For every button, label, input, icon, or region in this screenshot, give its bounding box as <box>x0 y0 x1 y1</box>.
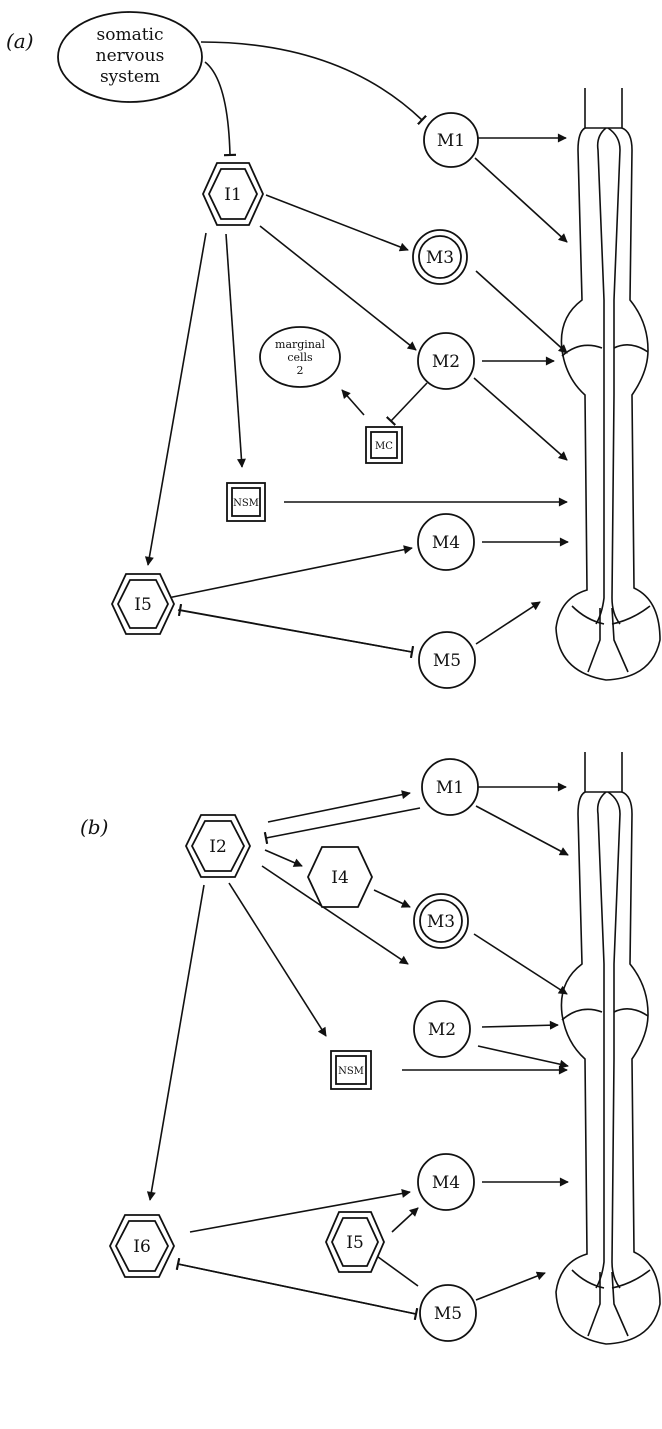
node-m2: M2 <box>417 332 475 390</box>
edge-i2-to-i6 <box>146 884 205 1201</box>
pharynx-outline-b <box>555 752 661 1345</box>
node-mc: MC <box>365 426 403 464</box>
node-m1: M1 <box>423 112 479 168</box>
edge-m5-to-i6 <box>175 1257 417 1315</box>
edge-m5-to-i5 <box>369 1248 419 1287</box>
svg-text:M5: M5 <box>434 1304 462 1324</box>
edge-mc-to-marginal <box>341 389 365 416</box>
svg-text:marginal: marginal <box>275 338 325 351</box>
node-nsm: NSM <box>330 1050 372 1090</box>
node-i2: I2 <box>185 814 251 878</box>
edge-i5-to-m5 <box>177 609 415 659</box>
edge-m2-to-pharynx-2 <box>473 377 568 461</box>
node-marginal-cells: marginal cells 2 <box>259 326 341 388</box>
node-m3: M3 <box>412 229 468 285</box>
node-m4: M4 <box>417 513 475 571</box>
edges-b <box>146 782 569 1321</box>
node-m5: M5 <box>418 631 476 689</box>
svg-text:somatic: somatic <box>96 25 163 45</box>
edge-m1-to-pharynx-2 <box>474 157 568 243</box>
svg-text:M2: M2 <box>428 1020 456 1040</box>
node-i6: I6 <box>109 1214 175 1278</box>
svg-text:I2: I2 <box>209 837 227 857</box>
svg-text:cells: cells <box>287 351 313 364</box>
edge-i2-to-m2 <box>261 865 409 965</box>
edge-i2-to-i4 <box>264 849 303 867</box>
panel-a-label: (a) <box>6 29 34 53</box>
svg-text:MC: MC <box>375 441 393 452</box>
edge-i2-to-nsm <box>228 882 327 1037</box>
svg-text:NSM: NSM <box>338 1066 364 1077</box>
svg-text:M4: M4 <box>432 1173 460 1193</box>
node-i4: I4 <box>307 846 373 908</box>
edge-i5-to-m4 <box>157 545 413 601</box>
edge-m3-to-pharynx <box>475 270 568 354</box>
pharynx-outline-a <box>555 88 661 681</box>
edge-i1-to-m3 <box>265 194 409 252</box>
edge-m2-to-pharynx-2 <box>477 1045 569 1069</box>
node-m2: M2 <box>413 1000 471 1058</box>
edges-a <box>144 41 569 659</box>
svg-text:I4: I4 <box>331 868 349 888</box>
edge-i4-to-m3 <box>373 889 411 908</box>
svg-text:I5: I5 <box>134 595 152 615</box>
node-m3: M3 <box>413 893 469 949</box>
edge-i6-to-m4 <box>189 1189 411 1233</box>
svg-text:system: system <box>100 67 160 87</box>
edge-m2-to-pharynx <box>481 1020 559 1030</box>
panel-b-label: (b) <box>80 815 108 839</box>
node-somatic-nervous-system: somatic nervous system <box>57 11 203 103</box>
panel-b: (b) <box>80 752 661 1345</box>
svg-text:M2: M2 <box>432 352 460 372</box>
svg-text:NSM: NSM <box>233 498 259 509</box>
svg-text:I6: I6 <box>133 1237 151 1257</box>
edge-m5-to-pharynx <box>475 601 541 645</box>
edge-m1-to-i2 <box>263 807 421 845</box>
panel-a: (a) <box>6 11 661 689</box>
edge-i2-to-m1 <box>267 790 411 823</box>
edge-i1-to-i5 <box>144 232 207 566</box>
edge-i1-to-m2 <box>259 225 417 351</box>
node-i5: I5 <box>325 1211 385 1273</box>
edge-m1-to-pharynx-2 <box>475 805 569 856</box>
node-i1: I1 <box>202 162 264 226</box>
edge-sns-to-m1 <box>200 41 427 126</box>
svg-text:M1: M1 <box>437 131 465 151</box>
svg-text:2: 2 <box>297 364 304 377</box>
node-nsm: NSM <box>226 482 266 522</box>
svg-text:I1: I1 <box>224 185 242 205</box>
node-m4: M4 <box>417 1153 475 1211</box>
edge-sns-to-i1 <box>204 61 237 157</box>
svg-text:nervous: nervous <box>96 46 165 66</box>
svg-text:I5: I5 <box>346 1233 364 1253</box>
edge-i1-to-nsm <box>225 233 246 468</box>
node-m1: M1 <box>421 758 479 816</box>
node-m5: M5 <box>419 1284 477 1342</box>
edge-m5-to-pharynx <box>475 1271 546 1301</box>
svg-text:M3: M3 <box>426 248 454 268</box>
edge-m3-to-pharynx <box>473 933 568 995</box>
node-i5: I5 <box>111 573 175 635</box>
svg-text:M3: M3 <box>427 912 455 932</box>
svg-text:M4: M4 <box>432 533 460 553</box>
svg-text:M1: M1 <box>436 778 464 798</box>
edge-m2-to-mc <box>385 382 428 426</box>
svg-text:M5: M5 <box>433 651 461 671</box>
edge-i5-to-m4 <box>391 1207 419 1233</box>
